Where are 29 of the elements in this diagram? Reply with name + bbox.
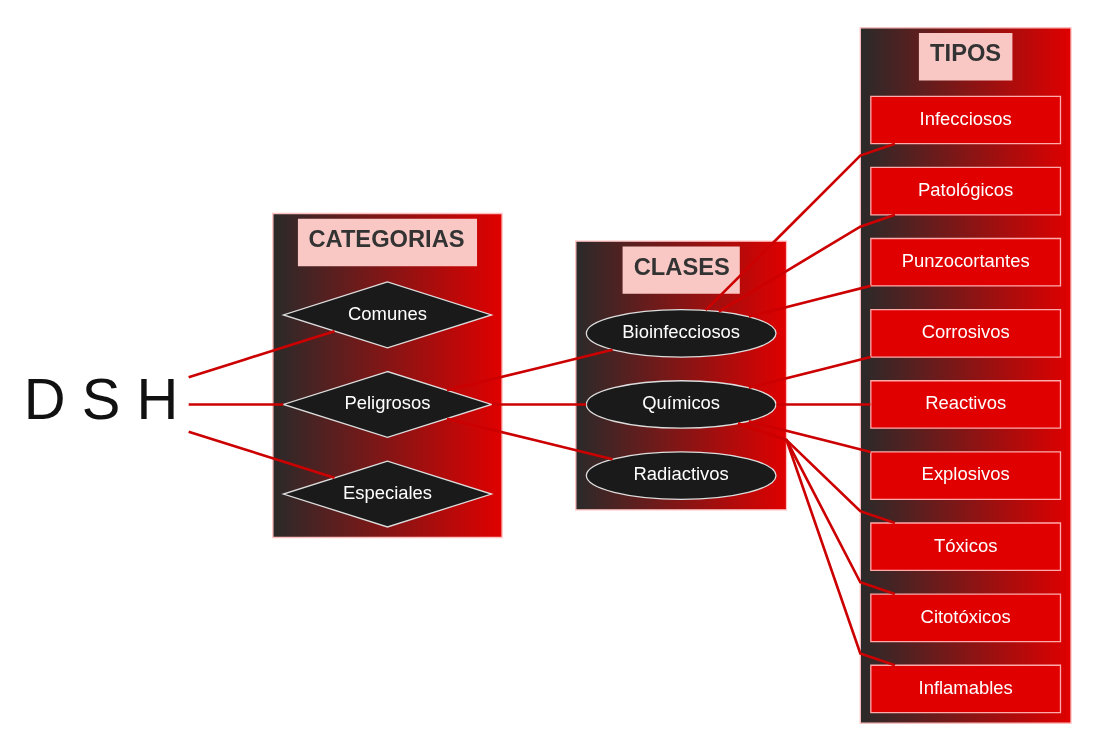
- node-box: Corrosivos: [870, 308, 1062, 358]
- connector: [446, 416, 613, 460]
- node-ellipse: Químicos: [585, 379, 777, 429]
- connector: [748, 284, 871, 318]
- node-box: Explosivos: [870, 450, 1062, 500]
- connector: [748, 419, 871, 453]
- connector: [737, 421, 896, 666]
- node-ellipse: Bioinfecciosos: [585, 308, 777, 358]
- connector: [748, 355, 871, 389]
- connector: [446, 348, 613, 392]
- connector: [491, 402, 587, 406]
- node-box: Reactivos: [870, 379, 1062, 429]
- connector: [188, 402, 284, 406]
- node-box: Inflamables: [870, 664, 1062, 713]
- node-ellipse: Radiactivos: [585, 450, 777, 500]
- node-text: D S H: [23, 366, 179, 431]
- connector: [188, 429, 335, 479]
- node-box: Punzocortantes: [870, 237, 1062, 287]
- node-diamond: Peligrosos: [281, 370, 494, 438]
- node-box: Citotóxicos: [870, 592, 1062, 642]
- connector: [188, 329, 335, 378]
- node-diamond: Especiales: [281, 459, 494, 528]
- connector: [704, 141, 896, 311]
- node-diamond: Comunes: [281, 280, 494, 349]
- node-box: Patológicos: [870, 166, 1062, 215]
- connector: [718, 213, 896, 313]
- node-box: Infecciosos: [870, 95, 1062, 144]
- connector: [776, 402, 871, 406]
- node-box: Tóxicos: [870, 521, 1062, 571]
